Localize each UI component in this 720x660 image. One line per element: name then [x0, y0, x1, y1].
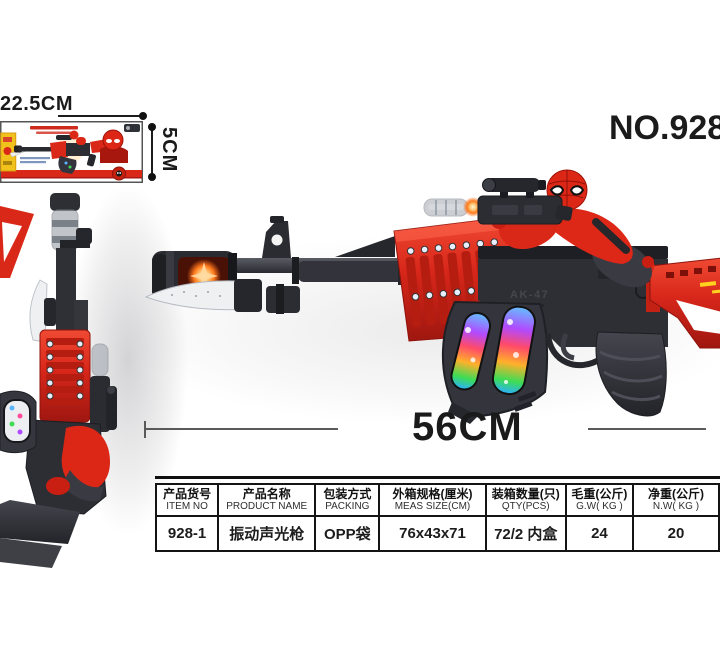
gas-block [335, 236, 395, 257]
cell-meas-size: 76x43x71 [378, 515, 487, 552]
package-info-text [20, 157, 50, 160]
main-gun-illustration: AK-47 [144, 169, 720, 424]
col-item-no: 产品货号 ITEM NO [154, 483, 220, 517]
left-bayonet-knife [29, 279, 56, 343]
barrel-assembly [235, 250, 412, 285]
product-length-label: 56CM [412, 405, 523, 449]
cell-qty: 72/2 内盒 [484, 515, 567, 552]
model-number: NO.928 [609, 109, 720, 147]
left-mini-gun [90, 343, 117, 432]
left-spiderman-figure [46, 425, 110, 502]
led-magazine [441, 300, 549, 424]
cell-gross-weight: 24 [564, 515, 634, 552]
left-barrel [56, 248, 76, 348]
package-spiderman-bust [100, 129, 128, 163]
package-height-label: 5CM [158, 127, 180, 173]
receiver-marking: AK-47 [510, 289, 549, 301]
package-width-line-endpoint [139, 112, 147, 120]
package-yellow-badge [0, 132, 17, 172]
package-height-line [151, 127, 153, 177]
pistol-grip [595, 331, 667, 417]
col-meas-size: 外箱规格(厘米) MEAS SIZE(CM) [378, 483, 487, 517]
spiderman-eye [569, 185, 585, 196]
cell-item-no: 928-1 [154, 515, 220, 552]
length-dimension-line-left [145, 428, 338, 430]
front-sight [262, 216, 291, 258]
left-stock-frame [0, 206, 34, 278]
cell-product-name: 振动声光枪 [217, 515, 317, 552]
cell-net-weight: 20 [631, 515, 720, 552]
package-gun-art [9, 130, 112, 174]
left-sight-bar [60, 240, 90, 248]
scope [482, 178, 546, 198]
spec-table: 产品货号 ITEM NO 产品名称 PRODUCT NAME 包装方式 PACK… [154, 483, 720, 552]
left-grip [0, 500, 80, 568]
package-height-line-endpoint [148, 123, 156, 131]
package-height-line-endpoint [148, 173, 156, 181]
mini-scoped-gun [423, 178, 573, 225]
spiderman-eye [549, 185, 565, 196]
col-gross-weight: 毛重(公斤) G.W( KG ) [564, 483, 634, 517]
package-title-text [30, 126, 78, 130]
left-handguard [39, 329, 91, 423]
bayonet-knife [144, 279, 300, 314]
left-magazine [0, 390, 37, 454]
col-packing: 包装方式 PACKING [314, 483, 381, 517]
package-thumbnail [0, 121, 143, 183]
spec-table-header-row: 产品货号 ITEM NO 产品名称 PRODUCT NAME 包装方式 PACK… [154, 483, 720, 517]
cell-packing: OPP袋 [314, 515, 381, 552]
package-width-line [58, 115, 141, 117]
skeleton-stock [646, 257, 720, 349]
trigger-group [545, 333, 604, 369]
package-width-label: 22.5CM [0, 93, 74, 115]
table-top-rule [155, 476, 720, 479]
package-spider-logo [112, 166, 126, 181]
col-qty: 装箱数量(只) QTY(PCS) [484, 483, 567, 517]
length-dimension-line-right [588, 428, 706, 430]
col-product-name: 产品名称 PRODUCT NAME [217, 483, 317, 517]
spec-table-data-row: 928-1 振动声光枪 OPP袋 76x43x71 72/2 内盒 24 20 [154, 515, 720, 552]
secondary-gun-illustration [0, 193, 117, 568]
col-net-weight: 净重(公斤) N.W( KG ) [631, 483, 720, 517]
